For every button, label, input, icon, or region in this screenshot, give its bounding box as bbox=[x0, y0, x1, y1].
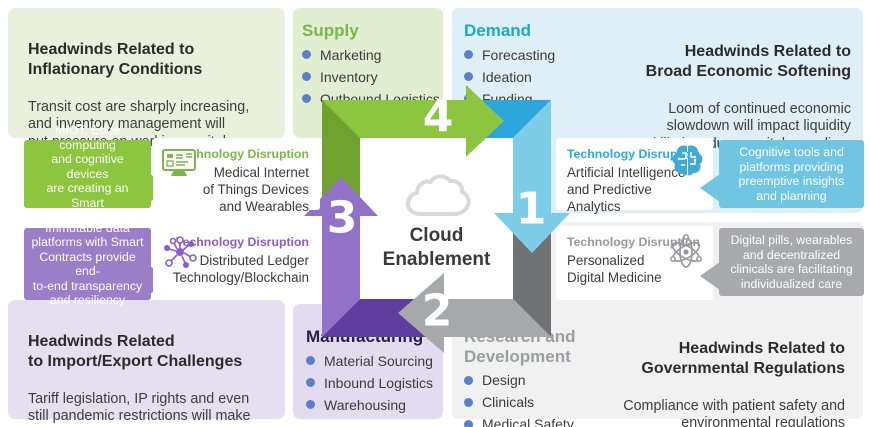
headwind-title: Headwinds Related to Inflationary Condit… bbox=[28, 41, 203, 78]
disruption-name: Personalized Digital Medicine bbox=[567, 252, 662, 285]
center-title: Cloud Enablement bbox=[382, 225, 491, 271]
pdm-callout-text: Digital pills, wearables and decentraliz… bbox=[730, 233, 853, 291]
list-item-label: Forecasting bbox=[482, 46, 556, 63]
supply-heading: Supply bbox=[302, 21, 359, 40]
list-item: Medical Safety bbox=[464, 416, 576, 427]
list-item-label: Marketing bbox=[320, 46, 382, 63]
disruption-label: Technology Disruption bbox=[176, 147, 309, 161]
disruption-label: Technology Disruption bbox=[567, 147, 700, 161]
list-item: Inbound Logistics bbox=[306, 375, 433, 391]
bullet-dot bbox=[464, 72, 473, 82]
panel-inflationary bbox=[8, 8, 285, 138]
ai-callout: Cognitive tools and platforms providing … bbox=[700, 140, 864, 208]
bullet-dot bbox=[464, 375, 473, 385]
headwind-title: Headwinds Related to Broad Economic Soft… bbox=[645, 43, 851, 80]
bullet-dot bbox=[464, 397, 473, 407]
brain-icon bbox=[672, 145, 703, 176]
list-item-label: Clinicals bbox=[482, 394, 535, 411]
callout-pointer bbox=[700, 174, 720, 202]
atom-icon bbox=[670, 234, 702, 268]
miot-callout: MIOT, Edge computing and cognitive devic… bbox=[24, 123, 170, 224]
list-item: Ideation bbox=[464, 69, 555, 85]
step-number-2: 2 bbox=[421, 285, 453, 337]
list-item: Design bbox=[464, 372, 576, 388]
step-number-4: 4 bbox=[422, 91, 454, 143]
pdm-disruption-card: Technology Disruption Personalized Digit… bbox=[556, 226, 713, 300]
miot-disruption-card: Technology Disruption Medical Internet o… bbox=[153, 138, 320, 214]
monitor-icon bbox=[162, 149, 196, 176]
dlt-disruption-card: Technology Disruption Distributed Ledger… bbox=[153, 226, 320, 300]
disruption-name: Distributed Ledger Technology/Blockchain bbox=[172, 252, 309, 285]
step-number-1: 1 bbox=[515, 183, 547, 235]
list-item-label: Ideation bbox=[482, 68, 532, 85]
ai-disruption-card: Technology Disruption Artificial Intelli… bbox=[556, 138, 713, 214]
list-item: Marketing bbox=[302, 47, 440, 63]
list-item-label: Design bbox=[482, 372, 526, 389]
list-item-label: Material Sourcing bbox=[324, 352, 433, 369]
bullet-dot bbox=[464, 50, 473, 60]
headwind-body: Tariff legislation, IP rights and even s… bbox=[28, 391, 251, 427]
headwind-title: Headwinds Related to Governmental Regula… bbox=[641, 340, 845, 377]
cloud-icon bbox=[405, 174, 471, 216]
headwind-governmental-regulations: Headwinds Related to Governmental Regula… bbox=[623, 321, 845, 427]
list-item-label: Warehousing bbox=[324, 396, 406, 413]
bullet-dot bbox=[302, 50, 311, 60]
bullet-dot bbox=[302, 72, 311, 82]
step-number-3: 3 bbox=[326, 192, 358, 244]
bullet-dot bbox=[306, 400, 315, 410]
miot-callout-text: MIOT, Edge computing and cognitive devic… bbox=[38, 123, 137, 225]
list-item-label: Inventory bbox=[320, 68, 378, 85]
list-item: Warehousing bbox=[306, 397, 433, 413]
disruption-label: Technology Disruption bbox=[176, 235, 309, 249]
disruption-name: Medical Internet of Things Devices and W… bbox=[202, 164, 309, 215]
list-item: Material Sourcing bbox=[306, 353, 433, 369]
disruption-name: Artificial Intelligence and Predictive A… bbox=[567, 164, 686, 215]
list-item-label: Inbound Logistics bbox=[324, 374, 433, 391]
headwind-import-export: Headwinds Related to Import/Export Chall… bbox=[28, 314, 250, 427]
cycle-arrows bbox=[304, 85, 570, 353]
demand-heading: Demand bbox=[464, 21, 532, 40]
list-item: Inventory bbox=[302, 69, 440, 85]
list-item: Forecasting bbox=[464, 47, 555, 63]
bullet-dot bbox=[464, 419, 473, 427]
headwind-body: Compliance with patient safety and envir… bbox=[623, 398, 845, 427]
bullet-dot bbox=[306, 378, 315, 388]
panel-import-export bbox=[8, 300, 285, 419]
headwind-inflationary-conditions: Headwinds Related to Inflationary Condit… bbox=[28, 22, 249, 169]
list-item-label: Medical Safety bbox=[482, 416, 574, 427]
pdm-callout: Digital pills, wearables and decentraliz… bbox=[700, 228, 864, 296]
bullet-dot bbox=[306, 356, 315, 366]
disruption-label: Technology Disruption bbox=[567, 235, 700, 249]
callout-pointer bbox=[700, 262, 720, 290]
list-item: Clinicals bbox=[464, 394, 576, 410]
headwind-title: Headwinds Related to Import/Export Chall… bbox=[28, 333, 243, 370]
network-icon bbox=[164, 236, 197, 268]
ai-callout-text: Cognitive tools and platforms providing … bbox=[738, 145, 845, 203]
dlt-callout: Immutable data platforms with Smart Cont… bbox=[24, 221, 170, 307]
dlt-callout-text: Immutable data platforms with Smart Cont… bbox=[31, 220, 144, 308]
bullet-dot bbox=[302, 94, 311, 104]
